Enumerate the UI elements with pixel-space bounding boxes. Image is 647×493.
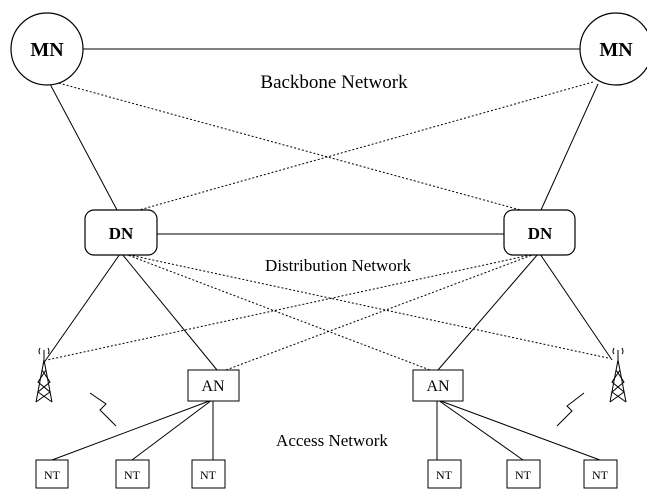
nt-node-label: NT bbox=[592, 468, 609, 482]
dotted-link-dn-right-tower-left bbox=[46, 253, 536, 361]
nt-node: NT bbox=[191, 459, 226, 489]
antenna-tower-icon bbox=[609, 347, 627, 403]
nt-node: NT bbox=[115, 459, 150, 489]
radio-tower-left bbox=[35, 347, 53, 403]
access-links bbox=[51, 399, 601, 461]
an-node-right: AN bbox=[412, 369, 464, 402]
link-an-right-nt-5 bbox=[437, 399, 524, 461]
an-node-right-label: AN bbox=[426, 378, 450, 395]
antenna-tower-icon bbox=[35, 347, 53, 403]
nt-node-label: NT bbox=[200, 468, 217, 482]
nt-node-label: NT bbox=[436, 468, 453, 482]
nt-node-label: NT bbox=[515, 468, 532, 482]
link-dn-right-an-right bbox=[437, 253, 539, 371]
wireless-link-icons bbox=[89, 392, 585, 427]
dn-node-left: DN bbox=[84, 209, 158, 256]
mn-node-left: MN bbox=[10, 12, 84, 86]
dotted-link-mn-left-dn-right bbox=[54, 81, 536, 215]
dn-node-left-label: DN bbox=[109, 224, 134, 243]
dotted-link-mn-right-dn-left bbox=[124, 81, 594, 215]
distribution-links bbox=[42, 233, 613, 371]
dotted-link-dn-right-an-left bbox=[225, 253, 536, 371]
link-dn-left-an-left bbox=[121, 253, 218, 371]
nt-node: NT bbox=[427, 459, 462, 489]
nt-nodes: NT NT NT NT NT NT bbox=[35, 459, 618, 489]
mn-node-left-label: MN bbox=[30, 39, 64, 61]
access-network-label: Access Network bbox=[276, 431, 388, 450]
nt-node-label: NT bbox=[124, 468, 141, 482]
nt-node-label: NT bbox=[44, 468, 61, 482]
dn-node-right: DN bbox=[503, 209, 576, 256]
mn-node-right-label: MN bbox=[599, 39, 633, 61]
nt-node: NT bbox=[506, 459, 541, 489]
distribution-network-label: Distribution Network bbox=[265, 256, 411, 275]
nt-node: NT bbox=[583, 459, 618, 489]
backbone-network-label: Backbone Network bbox=[260, 72, 408, 93]
an-node-left-label: AN bbox=[201, 378, 225, 395]
mn-node-right: MN bbox=[579, 12, 647, 86]
backbone-links bbox=[49, 48, 599, 215]
link-mn-left-dn-left bbox=[49, 83, 118, 211]
lightning-icon-right bbox=[556, 392, 585, 427]
link-an-left-nt-1 bbox=[51, 399, 213, 461]
dn-node-right-label: DN bbox=[528, 224, 553, 243]
link-an-left-nt-2 bbox=[131, 399, 213, 461]
radio-tower-right bbox=[609, 347, 627, 403]
lightning-icon-left bbox=[89, 392, 117, 427]
link-dn-right-tower-right bbox=[539, 253, 613, 361]
an-node-left: AN bbox=[187, 369, 240, 402]
link-an-right-nt-6 bbox=[437, 399, 601, 461]
nt-node: NT bbox=[35, 459, 69, 489]
link-dn-left-tower-left bbox=[42, 253, 121, 365]
link-mn-right-dn-right bbox=[540, 83, 599, 211]
